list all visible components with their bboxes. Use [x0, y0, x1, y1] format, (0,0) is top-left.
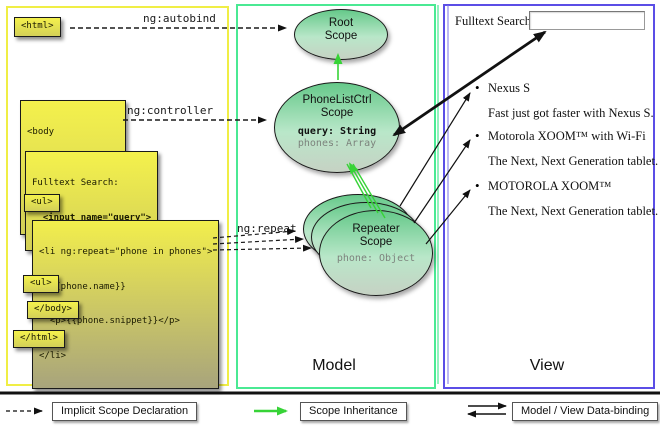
code-line: <li ng:repeat="phone in phones">	[39, 247, 213, 257]
scope-name: Scope	[324, 30, 358, 42]
model-panel-title: Model	[312, 357, 356, 374]
ng-repeat-label: ng:repeat	[237, 222, 297, 235]
view-panel-title: View	[529, 357, 565, 374]
code-line: <body	[27, 127, 55, 137]
scope-name: PhoneListCtrl	[302, 94, 372, 106]
scope-property: phone: Object	[336, 253, 416, 264]
code-line: {{phone.name}}	[39, 281, 126, 292]
view-search-input[interactable]	[529, 11, 645, 30]
phonelistctrl-scope-ellipse: PhoneListCtrl Scope query: String phones…	[274, 82, 400, 173]
scope-name: Scope	[320, 107, 354, 119]
view-search-label: Fulltext Search:	[455, 14, 535, 28]
scope-property: query: String	[297, 126, 377, 137]
view-item-desc: The Next, Next Generation tablet.	[488, 204, 659, 218]
body-close-tag-box: </body>	[27, 301, 79, 319]
view-item-title: MOTOROLA XOOM™	[488, 179, 612, 193]
legend-implicit-scope-declaration: Implicit Scope Declaration	[52, 402, 198, 421]
list-bullet: •	[475, 80, 480, 95]
view-item-desc: The Next, Next Generation tablet.	[488, 154, 659, 168]
legend-scope-inheritance: Scope Inheritance	[300, 402, 407, 421]
view-panel	[443, 4, 655, 389]
html-close-tag-box: </html>	[13, 330, 65, 348]
legend-model-view-data-binding: Model / View Data-binding	[512, 402, 659, 421]
view-item-title: Motorola XOOM™ with Wi-Fi	[488, 129, 646, 143]
list-bullet: •	[475, 178, 480, 193]
root-scope-ellipse: Root Scope	[294, 9, 388, 60]
ng-autobind-label: ng:autobind	[143, 12, 216, 25]
code-line: </li>	[39, 350, 67, 361]
scope-property: phones: Array	[297, 138, 377, 149]
view-item-title: Nexus S	[488, 81, 531, 95]
code-line: <p>{{phone.snippet}}</p>	[39, 316, 180, 326]
ul-open-tag-box: <ul>	[24, 194, 60, 212]
scope-name: Repeater	[352, 223, 400, 235]
repeater-scope-ellipse: Repeater Scope phone: Object	[319, 210, 433, 296]
ul-close-tag-box: <ul>	[23, 275, 59, 293]
code-line: Fulltext Search:	[32, 178, 119, 188]
code-line: <input name="query">	[32, 212, 152, 223]
ng-controller-label: ng:controller	[127, 104, 214, 117]
html-open-tag-box: <html>	[14, 17, 61, 37]
list-bullet: •	[475, 128, 480, 143]
scope-name: Root	[328, 17, 354, 29]
scope-name: Scope	[359, 236, 393, 248]
view-item-desc: Fast just got faster with Nexus S.	[488, 106, 654, 120]
